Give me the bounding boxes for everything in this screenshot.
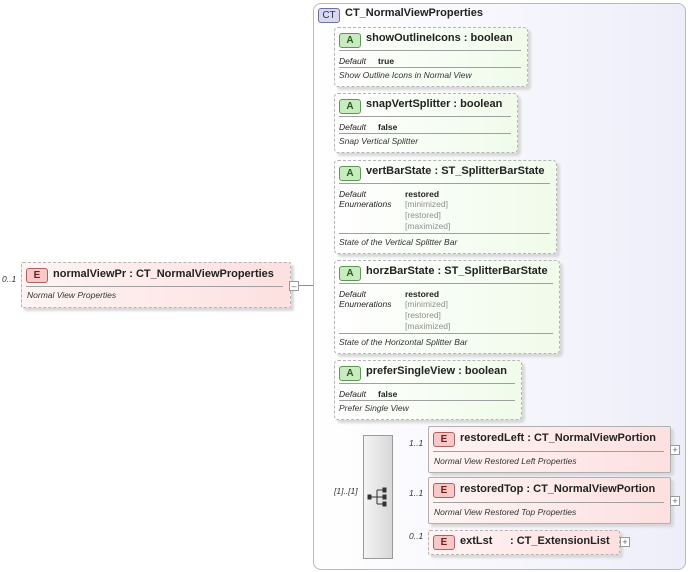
enumeration-value: [restored]: [405, 210, 441, 220]
attribute-type: ST_SplitterBarState: [444, 265, 548, 277]
attribute-type: boolean: [464, 365, 508, 377]
sequence-compositor[interactable]: [363, 435, 393, 559]
enumerations-label: Enumerations: [339, 299, 392, 309]
element-badge: E: [26, 268, 48, 283]
element-title: restoredTop : CT_NormalViewPortion: [460, 483, 656, 495]
element-badge: E: [433, 535, 455, 550]
default-value: false: [378, 389, 398, 399]
complex-type-badge: CT: [318, 8, 340, 23]
attribute-title: vertBarState : ST_SplitterBarState: [366, 165, 545, 177]
attribute-vert-bar-state[interactable]: A vertBarState : ST_SplitterBarState Def…: [334, 160, 557, 254]
attribute-doc: Show Outline Icons in Normal View: [339, 70, 472, 80]
attribute-badge: A: [339, 266, 361, 281]
root-connector: [291, 285, 322, 286]
element-type: CT_NormalViewPortion: [533, 483, 656, 495]
attribute-badge: A: [339, 366, 361, 381]
separator: [339, 400, 515, 401]
enumeration-value: [maximized]: [405, 321, 451, 331]
attribute-name: showOutlineIcons: [366, 32, 461, 44]
default-value: restored: [405, 289, 440, 299]
default-label: Default: [339, 122, 366, 132]
default-label: Default: [339, 389, 366, 399]
separator: [339, 50, 521, 51]
element-restored-left[interactable]: E restoredLeft : CT_NormalViewPortion No…: [428, 426, 671, 473]
sequence-icon: [367, 487, 387, 507]
attribute-title: showOutlineIcons : boolean: [366, 32, 513, 44]
default-value: true: [378, 56, 395, 66]
attribute-badge: A: [339, 33, 361, 48]
default-value: restored: [405, 189, 440, 199]
attribute-show-outline-icons[interactable]: A showOutlineIcons : boolean Default tru…: [334, 27, 528, 87]
attribute-badge: A: [339, 99, 361, 114]
enumeration-value: [maximized]: [405, 221, 451, 231]
element-name: extLst: [460, 535, 493, 547]
element-badge: E: [433, 432, 455, 447]
separator: [339, 283, 553, 284]
element-title: restoredLeft : CT_NormalViewPortion: [460, 432, 657, 444]
attribute-title: preferSingleView : boolean: [366, 365, 508, 377]
root-element-box[interactable]: E normalViewPr : CT_NormalViewProperties…: [21, 262, 291, 308]
attribute-name: vertBarState: [366, 165, 432, 177]
separator: [339, 133, 511, 134]
default-label: Default: [339, 289, 366, 299]
enumerations-label: Enumerations: [339, 199, 392, 209]
root-cardinality: 0..1: [2, 274, 17, 284]
element-restored-top[interactable]: E restoredTop : CT_NormalViewPortion Nor…: [428, 477, 671, 524]
root-element-title: normalViewPr : CT_NormalViewProperties: [53, 268, 274, 280]
separator: [339, 116, 511, 117]
separator: [26, 286, 283, 287]
root-element-name: normalViewPr: [53, 268, 127, 280]
separator: [339, 67, 521, 68]
child-cardinality: 1..1: [409, 488, 424, 498]
expand-icon[interactable]: +: [620, 537, 630, 547]
attribute-type: boolean: [470, 32, 513, 44]
attribute-name: horzBarState: [366, 265, 435, 277]
element-type: CT_ExtensionList: [516, 535, 610, 547]
attribute-prefer-single-view[interactable]: A preferSingleView : boolean Default fal…: [334, 360, 522, 420]
sequence-cardinality: [1]..[1]: [334, 486, 358, 496]
element-name: restoredLeft: [460, 432, 525, 444]
separator: [433, 451, 664, 452]
complex-type-name: CT_NormalViewProperties: [345, 7, 483, 19]
attribute-title: snapVertSplitter : boolean: [366, 98, 503, 110]
enumeration-value: [minimized]: [405, 299, 448, 309]
separator: [339, 333, 553, 334]
element-ext-lst[interactable]: E extLst : CT_ExtensionList: [428, 530, 620, 555]
element-type: CT_NormalViewPortion: [533, 432, 657, 444]
child-cardinality: 1..1: [409, 438, 424, 448]
default-value: false: [378, 122, 398, 132]
separator: [339, 183, 550, 184]
element-doc: Normal View Restored Left Properties: [434, 456, 577, 466]
element-name: restoredTop: [460, 483, 524, 495]
attribute-type: boolean: [460, 98, 503, 110]
separator: [339, 383, 515, 384]
default-label: Default: [339, 189, 366, 199]
expand-icon[interactable]: +: [670, 445, 680, 455]
separator: [339, 233, 550, 234]
attribute-badge: A: [339, 166, 361, 181]
attribute-name: preferSingleView: [366, 365, 456, 377]
attribute-doc: Prefer Single View: [339, 403, 409, 413]
attribute-title: horzBarState : ST_SplitterBarState: [366, 265, 548, 277]
attribute-doc: Snap Vertical Splitter: [339, 136, 419, 146]
enumeration-value: [restored]: [405, 310, 441, 320]
attribute-horz-bar-state[interactable]: A horzBarState : ST_SplitterBarState Def…: [334, 260, 560, 354]
child-cardinality: 0..1: [409, 531, 424, 541]
attribute-name: snapVertSplitter: [366, 98, 451, 110]
attribute-snap-vert-splitter[interactable]: A snapVertSplitter : boolean Default fal…: [334, 93, 518, 153]
attribute-type: ST_SplitterBarState: [441, 165, 545, 177]
element-type-label: : CT_ExtensionList: [510, 535, 610, 547]
default-label: Default: [339, 56, 366, 66]
root-element-type: CT_NormalViewProperties: [135, 268, 274, 280]
enumeration-value: [minimized]: [405, 199, 448, 209]
attribute-doc: State of the Vertical Splitter Bar: [339, 237, 458, 247]
expand-icon[interactable]: +: [670, 496, 680, 506]
element-doc: Normal View Restored Top Properties: [434, 507, 577, 517]
root-element-doc: Normal View Properties: [27, 290, 117, 300]
separator: [433, 502, 664, 503]
collapse-icon[interactable]: –: [289, 281, 299, 291]
attribute-doc: State of the Horizontal Splitter Bar: [339, 337, 468, 347]
element-badge: E: [433, 483, 455, 498]
